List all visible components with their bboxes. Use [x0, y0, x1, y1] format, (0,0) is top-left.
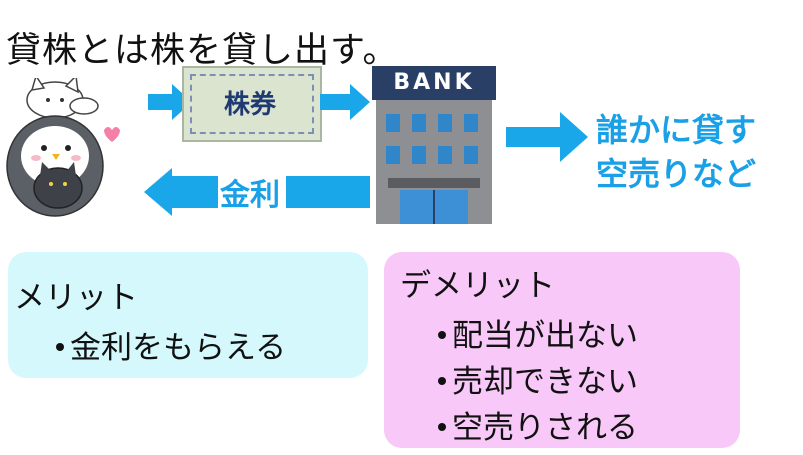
demerit-heading: デメリット — [400, 268, 555, 304]
bullet-icon — [438, 330, 446, 339]
demerit-box: デメリット 配当が出ない 売却できない 空売りされる — [384, 252, 740, 448]
outcome-line: 空売りなど — [596, 155, 757, 193]
arrow-to-bank — [320, 84, 370, 120]
merit-item: 金利をもらえる — [56, 322, 286, 367]
bank-building-icon: BANK — [372, 66, 496, 224]
stock-label: 株券 — [223, 90, 276, 120]
arrow-to-outcome — [506, 112, 588, 162]
outcome-text: 誰かに貸す 空売りなど — [596, 108, 756, 196]
demerit-item: 配当が出ない — [438, 310, 638, 355]
demerit-item: 売却できない — [438, 356, 638, 401]
bullet-icon — [438, 376, 446, 385]
penguin-with-cats-illustration — [6, 78, 120, 217]
page-title: 貸株とは株を貸し出す。 — [6, 31, 399, 71]
merit-heading: メリット — [14, 280, 138, 316]
stock-certificate: 株券 — [182, 66, 322, 142]
merit-box: メリット 金利をもらえる — [8, 252, 368, 378]
arrow-interest — [144, 168, 370, 216]
interest-label: 金利 — [220, 178, 280, 213]
outcome-line: 誰かに貸す — [596, 111, 757, 149]
bullet-icon — [56, 342, 64, 351]
bank-label: BANK — [393, 70, 475, 95]
demerit-item: 空売りされる — [438, 402, 638, 447]
bullet-icon — [438, 422, 446, 431]
